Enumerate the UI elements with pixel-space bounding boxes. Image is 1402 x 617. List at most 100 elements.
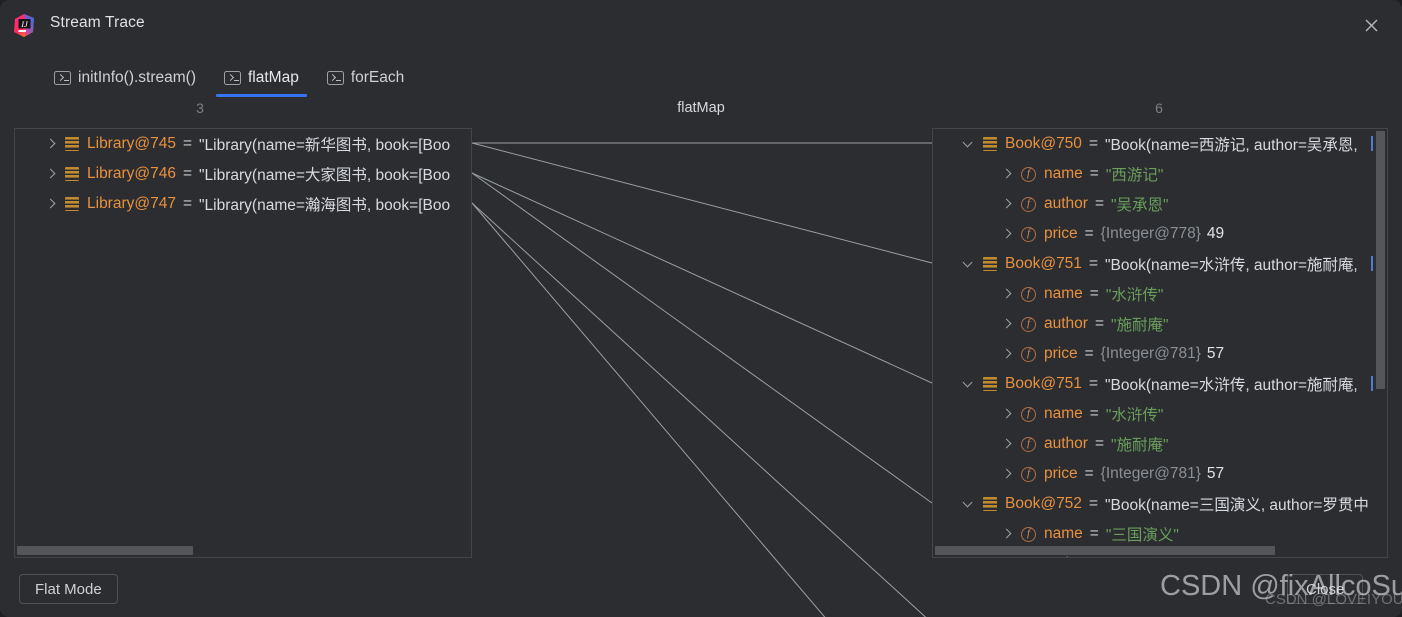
- equals-sign: =: [1084, 345, 1094, 362]
- equals-sign: =: [1094, 435, 1105, 452]
- equals-sign: =: [182, 195, 193, 212]
- tree-row-name: author: [1044, 195, 1088, 212]
- chevron-right-icon[interactable]: [999, 196, 1015, 212]
- chevron-right-icon[interactable]: [999, 466, 1015, 482]
- watermark-primary: CSDN @fixAllcoSun: [1160, 570, 1402, 602]
- equals-sign: =: [1088, 255, 1098, 272]
- tree-row[interactable]: Book@750="Book(name=西游记, author=吴承恩,: [933, 129, 1369, 159]
- equals-sign: =: [1089, 405, 1099, 422]
- tree-row-reference: {Integer@778}: [1100, 225, 1201, 242]
- title-bar: IJ Stream Trace: [0, 0, 1402, 50]
- chevron-right-icon[interactable]: [999, 226, 1015, 242]
- tree-row[interactable]: Library@746="Library(name=大家图书, book=[Bo…: [15, 159, 450, 189]
- vertical-scrollbar[interactable]: [1375, 131, 1385, 557]
- close-button[interactable]: Close: [1287, 574, 1364, 604]
- scrollbar-thumb[interactable]: [17, 546, 193, 555]
- tree-row[interactable]: Book@751="Book(name=水浒传, author=施耐庵,: [933, 249, 1369, 279]
- equals-sign: =: [1088, 135, 1098, 152]
- source-count: 3: [196, 100, 204, 116]
- scrollbar-thumb[interactable]: [935, 546, 1275, 555]
- tab-initinfo-stream[interactable]: initInfo().stream(): [40, 58, 210, 97]
- tree-row-string-value: "三国演义": [1105, 527, 1179, 544]
- chevron-down-icon[interactable]: [961, 256, 977, 272]
- text-caret-marker: [1371, 136, 1373, 151]
- chevron-right-icon[interactable]: [999, 406, 1015, 422]
- chevron-right-icon[interactable]: [43, 136, 59, 152]
- tree-row-number-value: 57: [1206, 465, 1225, 482]
- link-line: [471, 172, 933, 504]
- equals-sign: =: [1094, 195, 1105, 212]
- link-line: [471, 142, 933, 264]
- tree-row-name: Book@750: [1005, 135, 1082, 152]
- chevron-right-icon[interactable]: [43, 196, 59, 212]
- tree-row-reference: {Integer@781}: [1100, 465, 1201, 482]
- flat-mode-button[interactable]: Flat Mode: [19, 574, 118, 604]
- tree-row-string-value: "吴承恩": [1111, 197, 1169, 214]
- tree-row-value: "Book(name=三国演义, author=罗贯中: [1105, 497, 1369, 514]
- tree-row-string-value: "施耐庵": [1111, 437, 1169, 454]
- svg-text:IJ: IJ: [20, 19, 29, 29]
- tree-row-name: price: [1044, 465, 1078, 482]
- chevron-down-icon[interactable]: [961, 496, 977, 512]
- flat-mode-label: Flat Mode: [35, 580, 102, 598]
- tree-row-value: "Library(name=新华图书, book=[Boo: [199, 137, 451, 154]
- chevron-right-icon[interactable]: [43, 166, 59, 182]
- chevron-right-icon[interactable]: [999, 166, 1015, 182]
- tree-row-value: "Library(name=瀚海图书, book=[Boo: [199, 197, 451, 214]
- tree-row[interactable]: Library@745="Library(name=新华图书, book=[Bo…: [15, 129, 450, 159]
- horizontal-scrollbar[interactable]: [17, 545, 471, 555]
- tree-row-string-value: "水浒传": [1105, 407, 1164, 424]
- source-elements-panel[interactable]: Library@745="Library(name=新华图书, book=[Bo…: [14, 128, 472, 558]
- equals-sign: =: [1084, 465, 1094, 482]
- tree-row-name: Library@747: [87, 195, 176, 212]
- chevron-down-icon[interactable]: [961, 136, 977, 152]
- tree-row-name: Book@751: [1005, 375, 1082, 392]
- field-icon: f: [1021, 466, 1036, 482]
- tab-flatmap[interactable]: flatMap: [210, 58, 313, 97]
- link-line: [471, 202, 927, 617]
- scrollbar-thumb[interactable]: [1376, 131, 1385, 389]
- tab-label: forEach: [350, 68, 405, 86]
- chevron-right-icon[interactable]: [999, 316, 1015, 332]
- column-headers: 3 flatMap 6: [0, 100, 1402, 126]
- tree-row-value: "Book(name=水浒传, author=施耐庵,: [1105, 377, 1358, 394]
- equals-sign: =: [1088, 495, 1098, 512]
- chevron-down-icon[interactable]: [961, 376, 977, 392]
- tree-row-number-value: 57: [1206, 345, 1225, 362]
- chevron-right-icon[interactable]: [999, 346, 1015, 362]
- tree-row-name: name: [1044, 405, 1083, 422]
- tree-row-string-value: "西游记": [1105, 167, 1164, 184]
- chevron-right-icon[interactable]: [999, 526, 1015, 542]
- close-icon[interactable]: [1350, 10, 1392, 40]
- tab-foreach[interactable]: forEach: [313, 58, 418, 97]
- result-count: 6: [1155, 100, 1163, 116]
- equals-sign: =: [1089, 285, 1099, 302]
- tree-row-name: name: [1044, 285, 1083, 302]
- tree-row[interactable]: Book@752="Book(name=三国演义, author=罗贯中: [933, 489, 1369, 519]
- tree-row-number-value: 49: [1206, 225, 1225, 242]
- horizontal-scrollbar[interactable]: [935, 545, 1387, 555]
- intellij-idea-logo-icon: IJ: [12, 13, 37, 38]
- chevron-right-icon[interactable]: [999, 436, 1015, 452]
- tree-row-name: author: [1044, 315, 1088, 332]
- chevron-right-icon[interactable]: [999, 556, 1015, 557]
- tree-row[interactable]: Book@751="Book(name=水浒传, author=施耐庵,: [933, 369, 1369, 399]
- stream-stage-tabs: initInfo().stream() flatMap forEach: [0, 58, 1402, 98]
- tree-row[interactable]: Library@747 = "Library(name=瀚海图书, book=[Bo…: [15, 189, 450, 219]
- tree-row-reference: {Integer@781}: [1100, 345, 1201, 362]
- chevron-right-icon[interactable]: [999, 286, 1015, 302]
